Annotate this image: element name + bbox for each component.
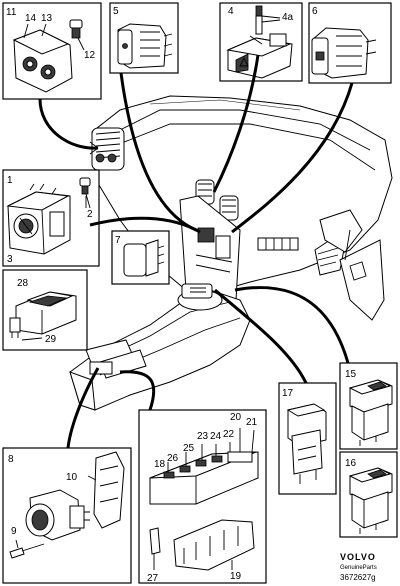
- box-6: 6: [308, 2, 392, 84]
- callout-19: 19: [230, 571, 242, 582]
- box-4: 4 4a: [219, 2, 303, 82]
- genuine-parts-tagline: GenuineParts: [340, 565, 377, 571]
- callout-21: 21: [246, 417, 258, 428]
- callout-22: 22: [223, 429, 235, 440]
- callout-7: 7: [115, 235, 121, 246]
- callout-6: 6: [312, 6, 318, 17]
- box-17: 17: [278, 382, 337, 495]
- callout-16: 16: [345, 458, 357, 469]
- callout-10: 10: [66, 472, 78, 483]
- callout-8: 8: [8, 454, 14, 465]
- callout-15: 15: [345, 369, 357, 380]
- callout-13: 13: [41, 13, 53, 24]
- box-1: 1 2 3: [2, 169, 100, 267]
- drawing-code: 3672627g: [340, 573, 376, 582]
- volvo-logo: VOLVO: [340, 552, 376, 562]
- box-28: 28 29: [2, 269, 88, 351]
- callout-28: 28: [17, 278, 29, 289]
- callout-4: 4: [228, 6, 234, 17]
- callout-1: 1: [7, 175, 13, 186]
- box-5: 5: [109, 2, 179, 74]
- callout-3: 3: [7, 254, 13, 265]
- box-18: 20 21 23 24 22 25 26 18 27 19: [138, 409, 267, 584]
- callout-23: 23: [197, 431, 209, 442]
- callout-5: 5: [113, 6, 119, 17]
- callout-12: 12: [84, 50, 96, 61]
- leader-lines: [38, 19, 354, 449]
- callout-4a: 4a: [282, 12, 294, 23]
- callout-24: 24: [210, 431, 222, 442]
- callout-2: 2: [87, 209, 93, 220]
- branding: VOLVO GenuineParts 3672627g: [340, 552, 377, 582]
- callout-25: 25: [183, 443, 195, 454]
- box-11: 11 14 13 12: [2, 2, 102, 100]
- callout-27: 27: [147, 573, 159, 584]
- callout-18: 18: [154, 459, 166, 470]
- callout-14: 14: [25, 13, 37, 24]
- box-8: 8 10 9: [2, 447, 132, 584]
- box-7: 7: [111, 230, 170, 285]
- callout-20: 20: [230, 412, 242, 423]
- callout-26: 26: [167, 453, 179, 464]
- callout-9: 9: [11, 526, 17, 537]
- callout-11: 11: [6, 7, 17, 18]
- box-16: 16: [339, 451, 398, 538]
- callout-29: 29: [45, 334, 57, 345]
- callout-17: 17: [282, 388, 294, 399]
- box-15: 15: [339, 362, 398, 450]
